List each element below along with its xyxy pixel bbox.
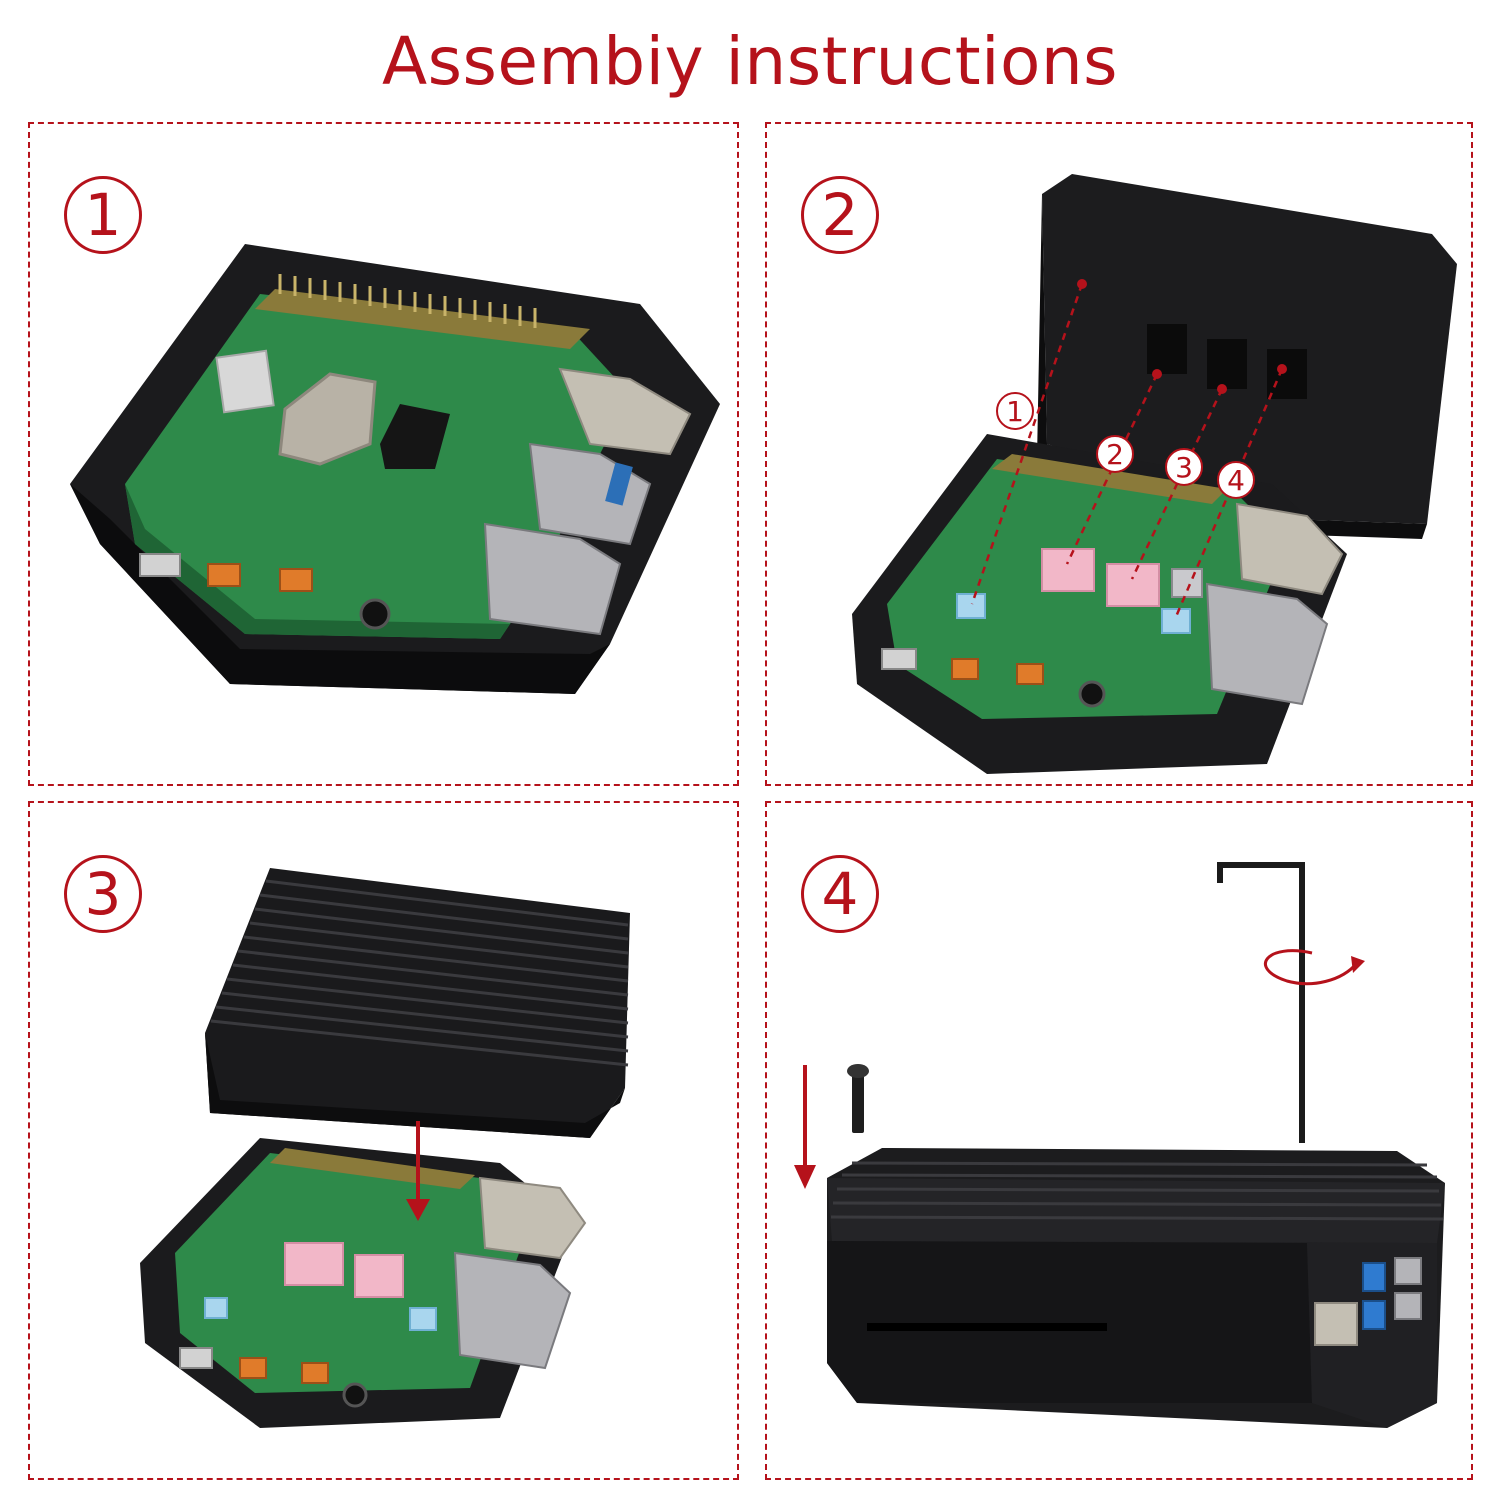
step-3-badge: 3 (64, 855, 142, 933)
micro-hdmi-port-2 (301, 1362, 329, 1384)
thermal-pad-blue-1 (956, 593, 986, 619)
callout-2: 2 (1096, 435, 1134, 473)
callout-1-label: 1 (1006, 395, 1024, 428)
down-arrow-icon (794, 1065, 816, 1189)
gpio-header (270, 1148, 475, 1189)
usb-c-port (179, 1347, 213, 1369)
callout-4-label: 4 (1227, 464, 1245, 497)
thermal-pad-pink-1 (284, 1242, 344, 1286)
ethernet-port (1235, 502, 1344, 596)
rotation-arrow-icon (1264, 949, 1359, 986)
callout-3-label: 3 (1175, 451, 1193, 484)
side-ports (1307, 1243, 1437, 1428)
ram-chip (380, 404, 450, 469)
audio-jack (1078, 680, 1106, 708)
ethernet-port (558, 367, 692, 456)
usb-c-port (139, 553, 181, 577)
step-2-badge: 2 (801, 176, 879, 254)
thermal-pad-blue-2 (1161, 608, 1191, 634)
step-4-panel: 4 (765, 801, 1473, 1480)
thermal-pad-pink-2 (1106, 563, 1160, 607)
callout-2-label: 2 (1106, 438, 1124, 471)
micro-hdmi-port-1 (951, 658, 979, 680)
usb-3-port-1 (1362, 1262, 1386, 1292)
raspberry-pi-board (175, 1153, 530, 1393)
micro-hdmi-port-2 (279, 568, 313, 592)
audio-jack (359, 598, 391, 630)
micro-hdmi-port-1 (207, 563, 241, 587)
case-lid (1042, 174, 1457, 524)
heatsink-small (1171, 568, 1203, 598)
step-4-badge: 4 (801, 855, 879, 933)
step-1-illustration (70, 244, 720, 694)
audio-jack (342, 1382, 368, 1408)
step-1-panel: 1 (28, 122, 739, 786)
step-2-illustration: 1 2 3 4 (852, 174, 1457, 774)
step-2-panel: 2 (765, 122, 1473, 786)
usb-2-port-2 (1394, 1292, 1422, 1320)
gpio-header (992, 454, 1227, 504)
usb-2-port-1 (1394, 1257, 1422, 1285)
thermal-pad-pink-2 (354, 1254, 404, 1298)
guide-line-1 (970, 283, 1084, 605)
callout-4: 4 (1217, 461, 1255, 499)
cpu-chip (278, 372, 377, 466)
screw-icon (847, 1064, 869, 1133)
callout-3: 3 (1165, 448, 1203, 486)
usb-ports (1205, 582, 1329, 706)
step-4-illustration (794, 862, 1445, 1428)
usb-ports (453, 1251, 572, 1370)
thermal-pad-blue-1 (204, 1297, 228, 1319)
ethernet-port (1314, 1302, 1358, 1346)
wifi-module (215, 349, 275, 414)
usb-c-port (881, 648, 917, 670)
ethernet-port (478, 1176, 587, 1260)
usb-3-port-2 (1362, 1300, 1386, 1330)
allen-key-icon (1217, 862, 1305, 1143)
callout-1: 1 (996, 392, 1034, 430)
step-3-panel: 3 (28, 801, 739, 1480)
page-title: Assembiy instructions (381, 23, 1119, 100)
thermal-pad-pink-1 (1041, 548, 1095, 592)
step-3-illustration (140, 868, 630, 1428)
thermal-pad-blue-2 (409, 1307, 437, 1331)
usb-ports-bottom (483, 522, 622, 636)
heatsink-case-top (205, 868, 630, 1138)
down-arrow-icon (406, 1121, 430, 1221)
gpio-header (255, 289, 590, 349)
assembled-case (827, 1148, 1445, 1428)
step-1-badge: 1 (64, 176, 142, 254)
micro-hdmi-port-1 (239, 1357, 267, 1379)
micro-hdmi-port-2 (1016, 663, 1044, 685)
